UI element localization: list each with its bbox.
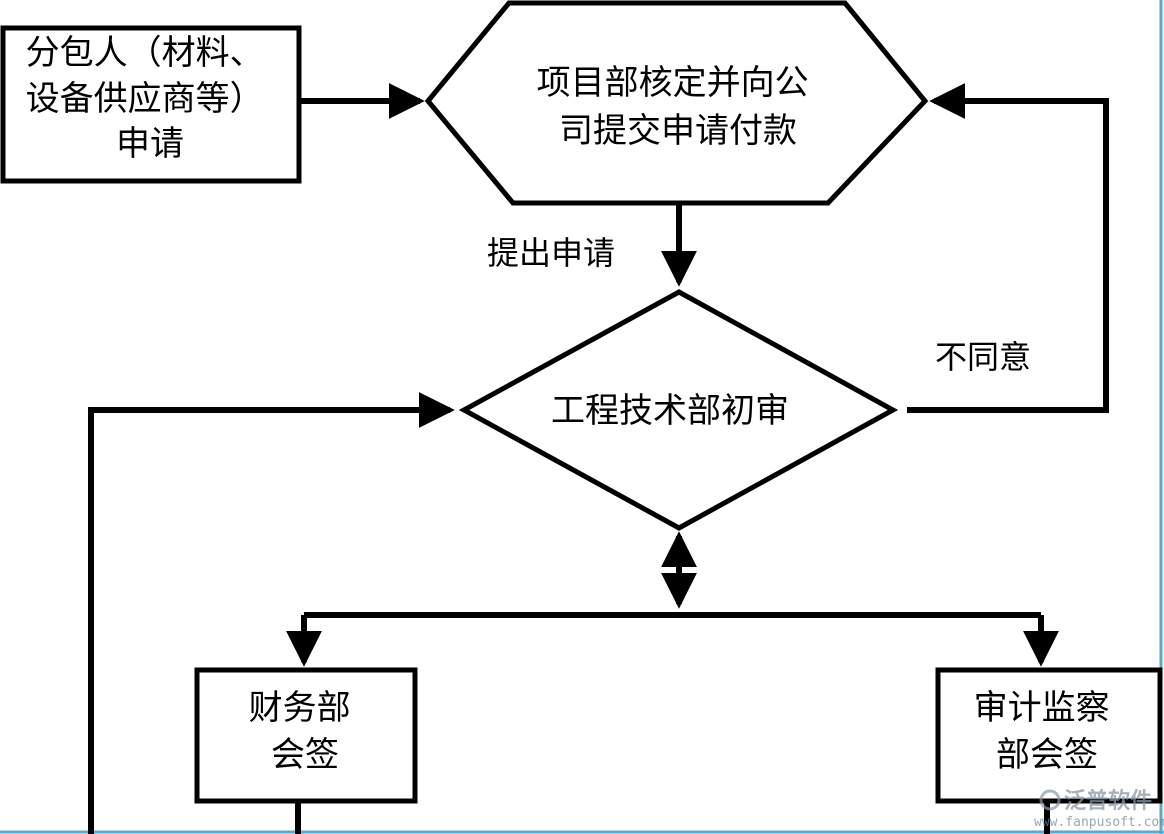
svg-text:审计监察 部会签: 审计监察 部会签 [974,688,1121,775]
node-subcontractor-line-3: 申请 [116,124,184,164]
svg-text:财务部 会签: 财务部 会签 [249,688,362,775]
node-subcontractor-application: 分包人（材料、 设备供应商等） 申请 [0,25,302,184]
node-finance-line-1: 财务部 [249,688,351,728]
svg-text:工程技术部初审: 工程技术部初审 [551,391,789,431]
node-project-dept: 项目部核定并向公 司提交申请付款 [424,0,929,206]
watermark-logo-icon [1039,789,1061,811]
edge-review-reject-to-project-dept [907,83,1109,413]
node-finance-countersign: 财务部 会签 [194,667,418,804]
watermark-text: 泛普软件 [1064,788,1152,814]
node-finance-line-2: 会签 [271,735,339,775]
watermark: 泛普软件 www.fanpusoft.com [1034,788,1164,830]
node-engineering-review: 工程技术部初审 [458,289,899,531]
node-audit-line-1: 审计监察 [974,688,1110,728]
node-project-dept-line-2: 司提交申请付款 [559,111,797,151]
node-project-dept-line-1: 项目部核定并向公 [537,63,809,103]
node-audit-countersign: 审计监察 部会签 [935,667,1163,804]
node-subcontractor-line-2: 设备供应商等） [26,79,264,119]
svg-text:项目部核定并向公 司提交申请付款: 项目部核定并向公 司提交申请付款 [537,63,820,151]
node-audit-line-2: 部会签 [996,735,1098,775]
svg-text:分包人（材料、 设备供应商等） 申请: 分包人（材料、 设备供应商等） 申请 [26,33,275,164]
watermark-url: www.fanpusoft.com [1034,815,1164,830]
edge-label-submit-application: 提出申请 [487,234,615,272]
edge-label-disagree: 不同意 [935,338,1031,376]
edge-left-loop-to-review [88,392,455,834]
node-subcontractor-line-1: 分包人（材料、 [26,33,264,73]
node-engineering-review-label: 工程技术部初审 [551,391,789,431]
